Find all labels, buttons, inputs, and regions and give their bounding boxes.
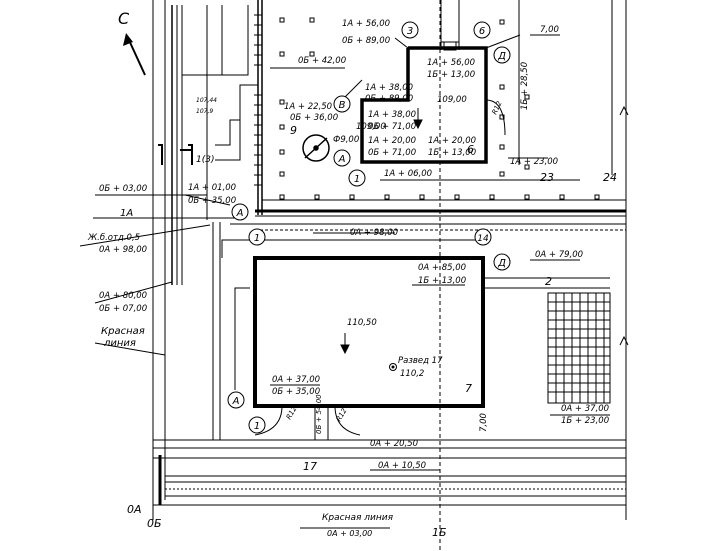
label-m2: 0А + 98,00 [99,245,147,255]
label-phi: Ф9,00 [333,135,359,145]
label-num9: 9 [290,124,297,137]
label-dim1: 7,00 [540,25,559,35]
label-m1: Ж.б.отд.0,5 [87,233,140,243]
label-f2: 0Б + 71,00 [368,122,416,132]
label-num7: 7 [465,382,472,395]
label-d2: 0Б + 89,00 [365,94,413,104]
label-dim4: 0Б + 54,00 [315,394,323,434]
label-n1: 0А + 98,00 [350,228,398,238]
label-x3: 1Б [432,526,447,539]
circle-label-a3: А [232,396,240,407]
circle-label-d2: Д [497,258,506,269]
axis-circles [227,21,511,434]
circle-label-b: В [339,100,346,111]
label-f1: 1А + 38,00 [368,110,416,120]
label-s1: 0А + 37,00 [272,375,320,385]
building-7 [221,239,610,440]
label-j1: 1А + 06,00 [384,169,432,179]
slope-arrows [340,108,423,355]
ticks-left [254,14,262,186]
label-x1: 0А [127,503,142,516]
circle-label-6: 6 [479,26,485,37]
break-marks [619,105,629,346]
label-num24: 24 [603,171,617,184]
label-c1: 0Б + 42,00 [298,56,346,66]
label-q1: 0А + 80,00 [99,291,147,301]
label-dim2: 1Б + 28,50 [520,62,530,110]
label-b2: 1Б + 13,00 [427,70,475,80]
razved-marker-icon [389,363,397,371]
label-w2: 0А + 03,00 [327,529,372,538]
leader-lines [79,34,610,529]
label-a2: 1А + 56,00 [427,58,475,68]
label-h2: 1Б + 13,00 [428,148,476,158]
label-k1: 1А + 01,00 [188,183,236,193]
label-num17: 17 [303,460,317,473]
label-num23: 23 [540,171,554,184]
upper-left-building [181,5,258,161]
label-o1: 0А + 79,00 [535,250,583,260]
paving-grid [547,292,611,404]
well-symbol-icon [302,134,330,162]
label-t1: 0А + 37,00 [561,404,609,414]
label-a1: 1А + 56,00 [342,19,390,29]
label-r12c: R12 [335,407,349,423]
label-dim3: 7,00 [479,413,489,432]
label-g1: 1А + 20,00 [368,136,416,146]
label-g2: 0Б + 71,00 [368,148,416,158]
circle-label-1b: 1 [254,233,260,244]
label-num1-3: 1(3) [196,155,214,165]
label-v1: 0А + 10,50 [378,461,426,471]
circle-label-a1: А [338,154,346,165]
square-markers [279,17,600,200]
label-r2: линия [103,338,136,349]
label-e2: 0Б + 36,00 [290,113,338,123]
label-razved: Развед 17 [398,356,443,366]
circle-label-1a: 1 [354,174,360,185]
label-p1: 0А + 85,00 [418,263,466,273]
label-r1: Красная [101,326,145,337]
road-lower [153,439,627,506]
label-t2: 1Б + 23,00 [561,416,609,426]
label-razved-h: 110,2 [400,369,424,379]
label-num6: 6 [467,143,474,156]
circle-label-1c: 1 [254,421,260,432]
label-i1: 1А + 23,00 [510,157,558,167]
label-elev1: 109,00 [437,95,467,105]
north-label: С [118,9,130,28]
label-elev5: 107,9 [196,108,213,115]
north-arrow-icon [123,33,146,76]
road-upper [230,199,626,231]
label-d1: 1А + 38,00 [365,83,413,93]
label-l1: 0Б + 03,00 [99,184,147,194]
label-b1: 0Б + 89,00 [342,36,390,46]
label-s2: 0Б + 35,00 [272,387,320,397]
label-elev3: 110,50 [347,318,377,328]
label-l2: 1А [120,208,133,219]
label-num2: 2 [545,275,552,288]
circle-label-3: 3 [407,26,413,37]
circle-label-a2: А [236,208,244,219]
label-q2: 0Б + 07,00 [99,304,147,314]
label-h1: 1А + 20,00 [428,136,476,146]
label-u1: 0А + 20,50 [370,439,418,449]
label-p2: 1Б + 13,00 [418,276,466,286]
label-x2: 0Б [147,517,162,530]
section-marks [158,144,193,165]
label-k2: 0Б + 35,00 [188,196,236,206]
label-elev4: 107,44 [196,97,217,104]
label-w1: Красная линия [322,513,394,523]
circle-label-d1: Д [497,51,506,62]
label-e1: 1А + 22,50 [284,102,332,112]
circle-label-14: 14 [477,234,489,244]
label-elev2: 109,00 [356,122,386,132]
